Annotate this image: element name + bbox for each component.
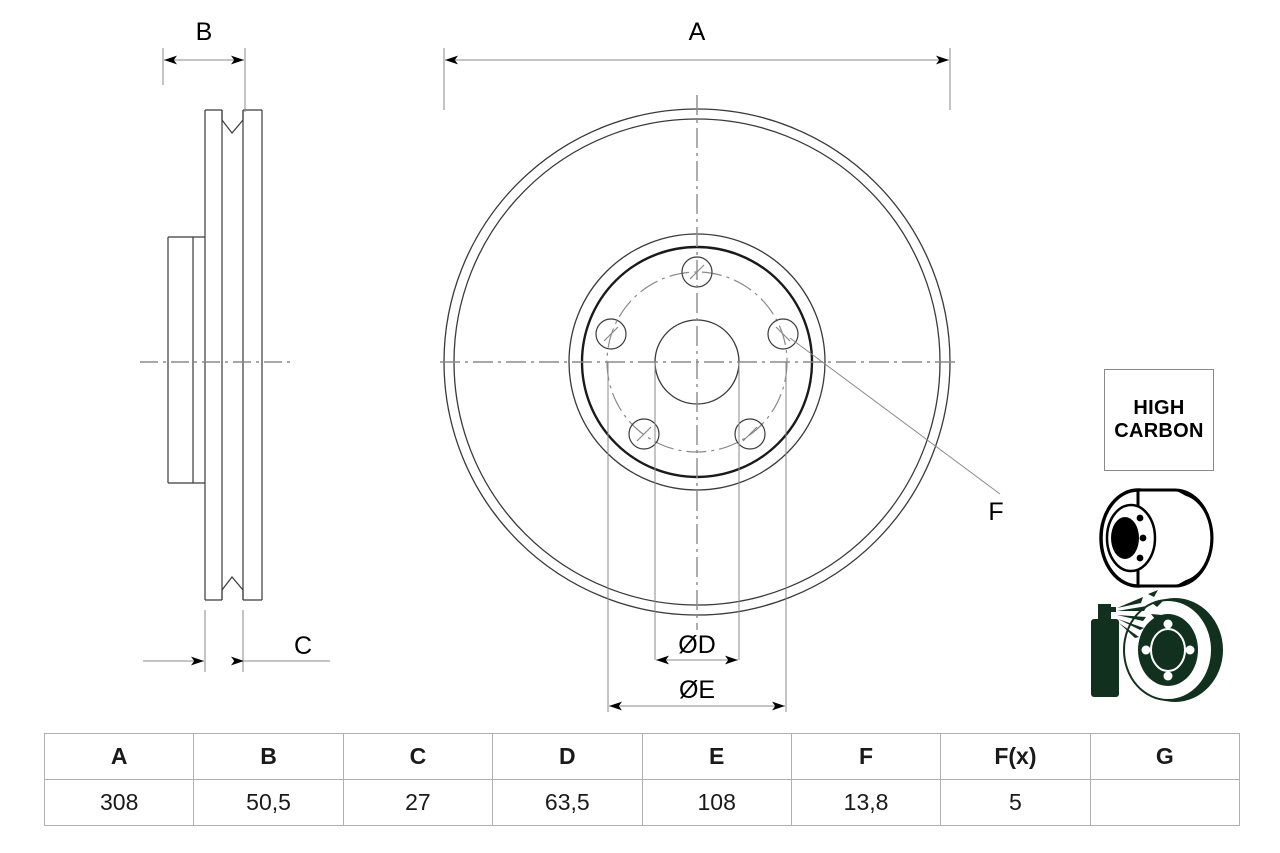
bolt-hole [734, 418, 766, 450]
value-d: 63,5 [492, 779, 643, 826]
header-f: F [790, 733, 942, 780]
badge-line-1: HIGH [1133, 397, 1185, 419]
table-row: 308 50,5 27 63,5 108 13,8 5 [43, 779, 1241, 826]
dimension-E-label: ØE [679, 676, 715, 704]
vent-notch-bottom [221, 576, 244, 600]
spray-coating-icon [1091, 590, 1223, 702]
dimension-B-label: B [196, 18, 213, 46]
dimension-F-label: F [988, 498, 1003, 526]
spray-mist [1117, 590, 1163, 643]
front-view-center-lines [440, 95, 955, 630]
dimension-C-label: C [294, 632, 312, 660]
bolt-hole [767, 318, 799, 350]
vent-notch-top [221, 110, 244, 134]
value-g [1089, 779, 1241, 826]
projection-lines [607, 362, 787, 712]
value-e: 108 [641, 779, 792, 826]
header-a: A [43, 733, 195, 780]
dimension-F: F [789, 337, 1004, 526]
header-fx: F(x) [940, 733, 1091, 780]
value-f: 13,8 [790, 779, 942, 826]
spray-nozzle [1104, 607, 1116, 612]
dimension-A-label: A [689, 18, 706, 46]
value-b: 50,5 [193, 779, 344, 826]
value-fx: 5 [940, 779, 1091, 826]
header-g: G [1089, 733, 1241, 780]
vented-disc-icon [1099, 488, 1214, 588]
value-c: 27 [342, 779, 494, 826]
bolt-holes [595, 256, 799, 450]
value-a: 308 [43, 779, 195, 826]
header-e: E [641, 733, 792, 780]
specification-table: A B C D E F F(x) G 308 50,5 27 63,5 108 … [43, 733, 1241, 826]
high-carbon-badge: HIGH CARBON [1104, 369, 1214, 471]
spray-can-body [1091, 619, 1119, 697]
dimension-E: ØE [609, 676, 785, 711]
dimension-A: A [443, 18, 951, 110]
dimension-D-label: ØD [678, 631, 716, 659]
bolt-hole [628, 418, 660, 450]
dimension-B: B [162, 18, 246, 112]
bolt-hole [595, 318, 627, 350]
dimension-C: C [143, 610, 330, 672]
header-d: D [492, 733, 643, 780]
side-section-view [167, 109, 263, 601]
header-c: C [342, 733, 494, 780]
leader-line-F [789, 337, 1001, 495]
badge-line-2: CARBON [1114, 420, 1204, 442]
header-b: B [193, 733, 344, 780]
table-header-row: A B C D E F F(x) G [43, 733, 1241, 780]
dimension-D: ØD [656, 631, 738, 665]
